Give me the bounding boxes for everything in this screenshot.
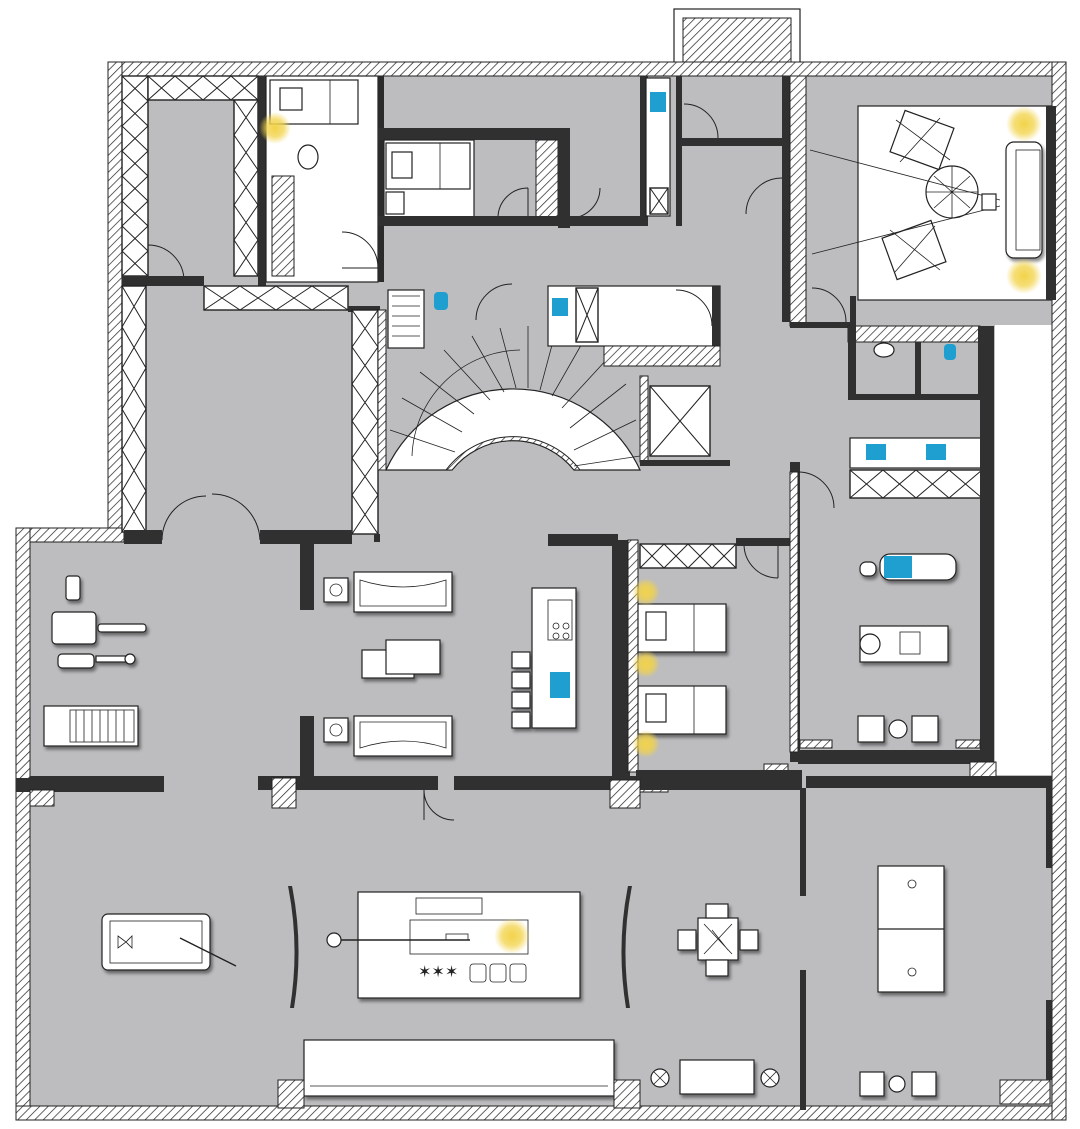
- utility-rooms: [547, 285, 730, 466]
- toilet-icon: [944, 344, 956, 360]
- exercise-machine-icon: [51, 575, 147, 669]
- sink-icon: [550, 672, 570, 698]
- sink-icon: [884, 556, 912, 578]
- toilet-icon: [873, 342, 895, 358]
- north-balcony: [673, 8, 801, 70]
- billiard-table-icon: [101, 913, 211, 971]
- sink-icon: [552, 298, 568, 316]
- lounge-northeast: [789, 75, 1056, 328]
- ceiling-light-icon: [632, 730, 660, 758]
- ceiling-light-icon: [1006, 258, 1042, 294]
- ceiling-light-icon: [259, 112, 291, 144]
- sink-icon: [650, 92, 666, 112]
- guest-bedroom-twin: [609, 538, 802, 809]
- sofa-icon: [679, 1059, 755, 1095]
- table-tennis-room: [806, 776, 1052, 1105]
- sink-icon: [866, 444, 886, 460]
- ceiling-light-icon: [632, 650, 660, 678]
- ceiling-light-icon: [494, 918, 530, 954]
- bedroom-small: [378, 128, 642, 228]
- game-hall-south: ✶✶✶: [16, 778, 806, 1110]
- svg-text:✶✶✶: ✶✶✶: [418, 962, 458, 981]
- toilet-icon: [434, 292, 448, 310]
- bathroom-east: [847, 325, 994, 776]
- bedroom-north: [259, 75, 384, 283]
- living-area: [258, 571, 640, 821]
- wardrobe-room-northwest: [121, 75, 266, 286]
- kitchen-island: [511, 534, 630, 790]
- sofa-icon: [353, 715, 453, 757]
- bathroom-north: [640, 76, 790, 226]
- treadmill-icon: [43, 705, 139, 747]
- wardrobe-corridor-wall: [121, 276, 349, 533]
- sofa-icon: [1005, 141, 1043, 259]
- ceiling-light-icon: [1006, 106, 1042, 142]
- staircase-hall: [348, 283, 641, 535]
- interior-walls: [374, 222, 856, 542]
- sofa-icon: [353, 571, 453, 613]
- ceiling-light-icon: [632, 578, 660, 606]
- sink-icon: [926, 444, 946, 460]
- spiral-staircase-icon: [385, 326, 641, 471]
